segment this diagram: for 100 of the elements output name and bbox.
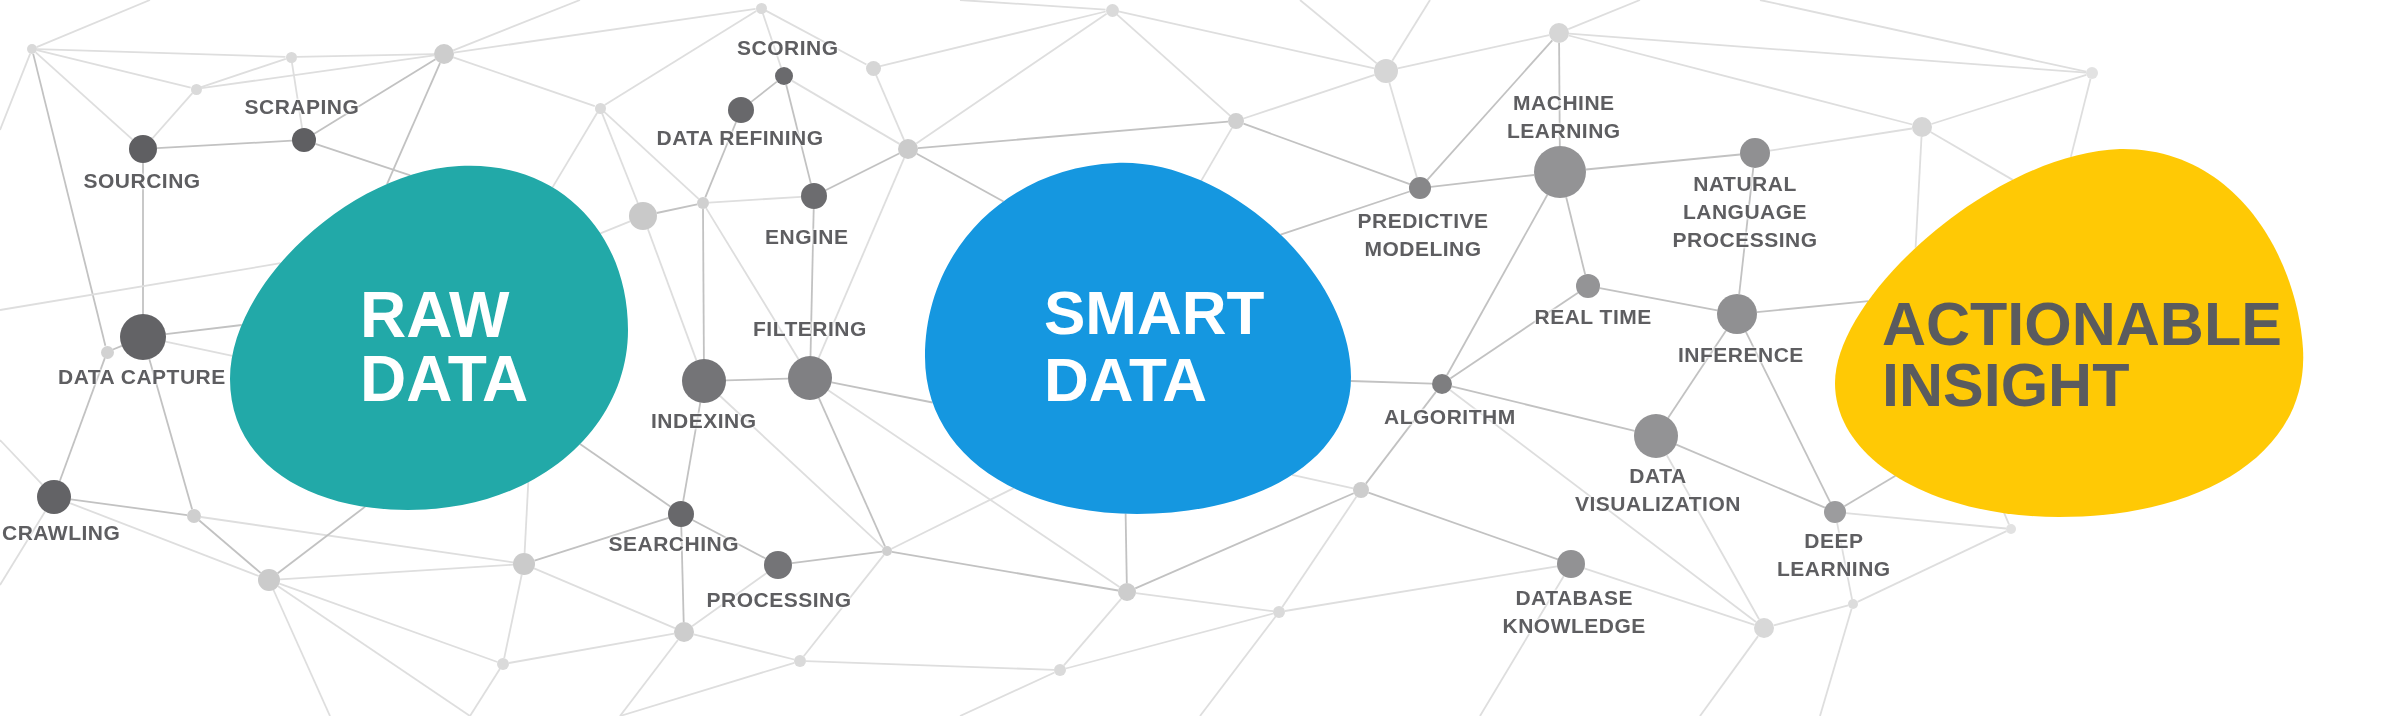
network-dot-icon — [1105, 3, 1119, 17]
connector-line — [817, 157, 905, 359]
network-dot-icon — [1228, 113, 1244, 129]
connector-line — [790, 79, 901, 145]
connector-line — [200, 54, 435, 90]
connector-line — [1836, 521, 1853, 600]
network-dot-icon — [1754, 618, 1774, 638]
network-dot-icon — [898, 139, 918, 159]
connector-line — [314, 142, 412, 177]
connector-line — [1064, 612, 1275, 670]
connector-line — [1291, 474, 1355, 490]
connector-line — [1063, 597, 1122, 667]
network-dot-icon — [674, 622, 694, 642]
connector-line — [1449, 291, 1579, 380]
connector-line — [824, 152, 900, 192]
connector-line — [764, 9, 868, 66]
connector-line — [452, 0, 581, 52]
network-dot-icon — [1374, 59, 1398, 83]
network-dot-icon — [788, 356, 832, 400]
connector-line — [879, 10, 1107, 68]
network-dot-icon — [1534, 146, 1586, 198]
network-dot-icon — [1432, 374, 1452, 394]
connector-line — [1349, 380, 1433, 385]
node-label: SOURCING — [83, 168, 201, 194]
connector-line — [151, 92, 194, 140]
connector-line — [1845, 512, 2007, 530]
connector-line — [1738, 167, 1755, 295]
connector-line — [69, 498, 188, 516]
connector-line — [1598, 287, 1719, 312]
network-dot-icon — [1740, 138, 1770, 168]
connector-line — [58, 357, 106, 482]
connector-line — [469, 668, 501, 716]
network-dot-icon — [764, 551, 792, 579]
node-label: SCORING — [737, 35, 839, 61]
connector-line — [959, 671, 1056, 716]
connector-line — [112, 344, 123, 351]
network-dot-icon — [794, 655, 806, 667]
node-label: FILTERING — [753, 316, 867, 342]
connector-line — [890, 487, 1015, 550]
connector-line — [1585, 153, 1741, 171]
network-dot-icon — [682, 359, 726, 403]
connector-line — [818, 397, 886, 548]
connector-line — [142, 162, 144, 315]
connector-line — [579, 443, 672, 508]
connector-line — [313, 58, 437, 135]
blob-node — [925, 162, 1351, 514]
connector-line — [1667, 329, 1727, 419]
connector-line — [523, 481, 530, 554]
network-dot-icon — [1353, 482, 1369, 498]
connector-line — [1675, 443, 1826, 509]
connector-line — [692, 633, 796, 661]
connector-line — [35, 0, 151, 48]
connector-line — [1819, 607, 1853, 716]
node-label: ENGINE — [765, 224, 849, 250]
node-label: SCRAPING — [244, 94, 360, 120]
connector-line — [503, 573, 523, 659]
network-dot-icon — [1634, 414, 1678, 458]
connector-line — [200, 57, 287, 89]
network-dot-icon — [120, 314, 166, 360]
node-label: SEARCHING — [608, 531, 739, 557]
connector-line — [691, 572, 768, 628]
connector-line — [1567, 0, 1641, 31]
network-dot-icon — [292, 128, 316, 152]
connector-line — [1279, 190, 1411, 236]
connector-line — [1768, 127, 1913, 152]
connector-line — [1843, 474, 1897, 508]
connector-line — [917, 120, 1229, 149]
connector-line — [655, 203, 698, 214]
connector-line — [1199, 615, 1277, 716]
network-dot-icon — [258, 569, 280, 591]
network-dot-icon — [728, 97, 754, 123]
connector-line — [1914, 136, 1923, 249]
connector-line — [1929, 131, 2014, 181]
network-dot-icon — [129, 135, 157, 163]
connector-line — [69, 502, 260, 577]
connector-line — [791, 550, 883, 565]
connector-line — [691, 519, 767, 560]
connector-line — [453, 7, 757, 54]
connector-line — [761, 12, 782, 69]
node-label: ALGORITHM — [1384, 404, 1516, 430]
node-label: NATURAL LANGUAGE PROCESSING — [1672, 171, 1818, 253]
connector-line — [915, 12, 1108, 145]
connector-line — [32, 53, 107, 347]
connector-line — [533, 567, 676, 629]
connector-line — [278, 582, 499, 663]
network-dot-icon — [1054, 664, 1066, 676]
connector-line — [1396, 34, 1551, 70]
connector-line — [827, 389, 1121, 588]
connector-line — [891, 550, 1119, 592]
connector-line — [1426, 39, 1554, 181]
connector-line — [148, 358, 193, 511]
node-label: DEEP LEARNING — [1777, 528, 1891, 582]
network-dot-icon — [1273, 606, 1285, 618]
network-dot-icon — [801, 183, 827, 209]
node-label: DATA CAPTURE — [58, 364, 226, 390]
connector-line — [1367, 491, 1559, 561]
connector-line — [603, 110, 700, 200]
network-dot-icon — [190, 83, 202, 95]
connector-line — [725, 377, 789, 382]
connector-line — [1930, 73, 2088, 125]
